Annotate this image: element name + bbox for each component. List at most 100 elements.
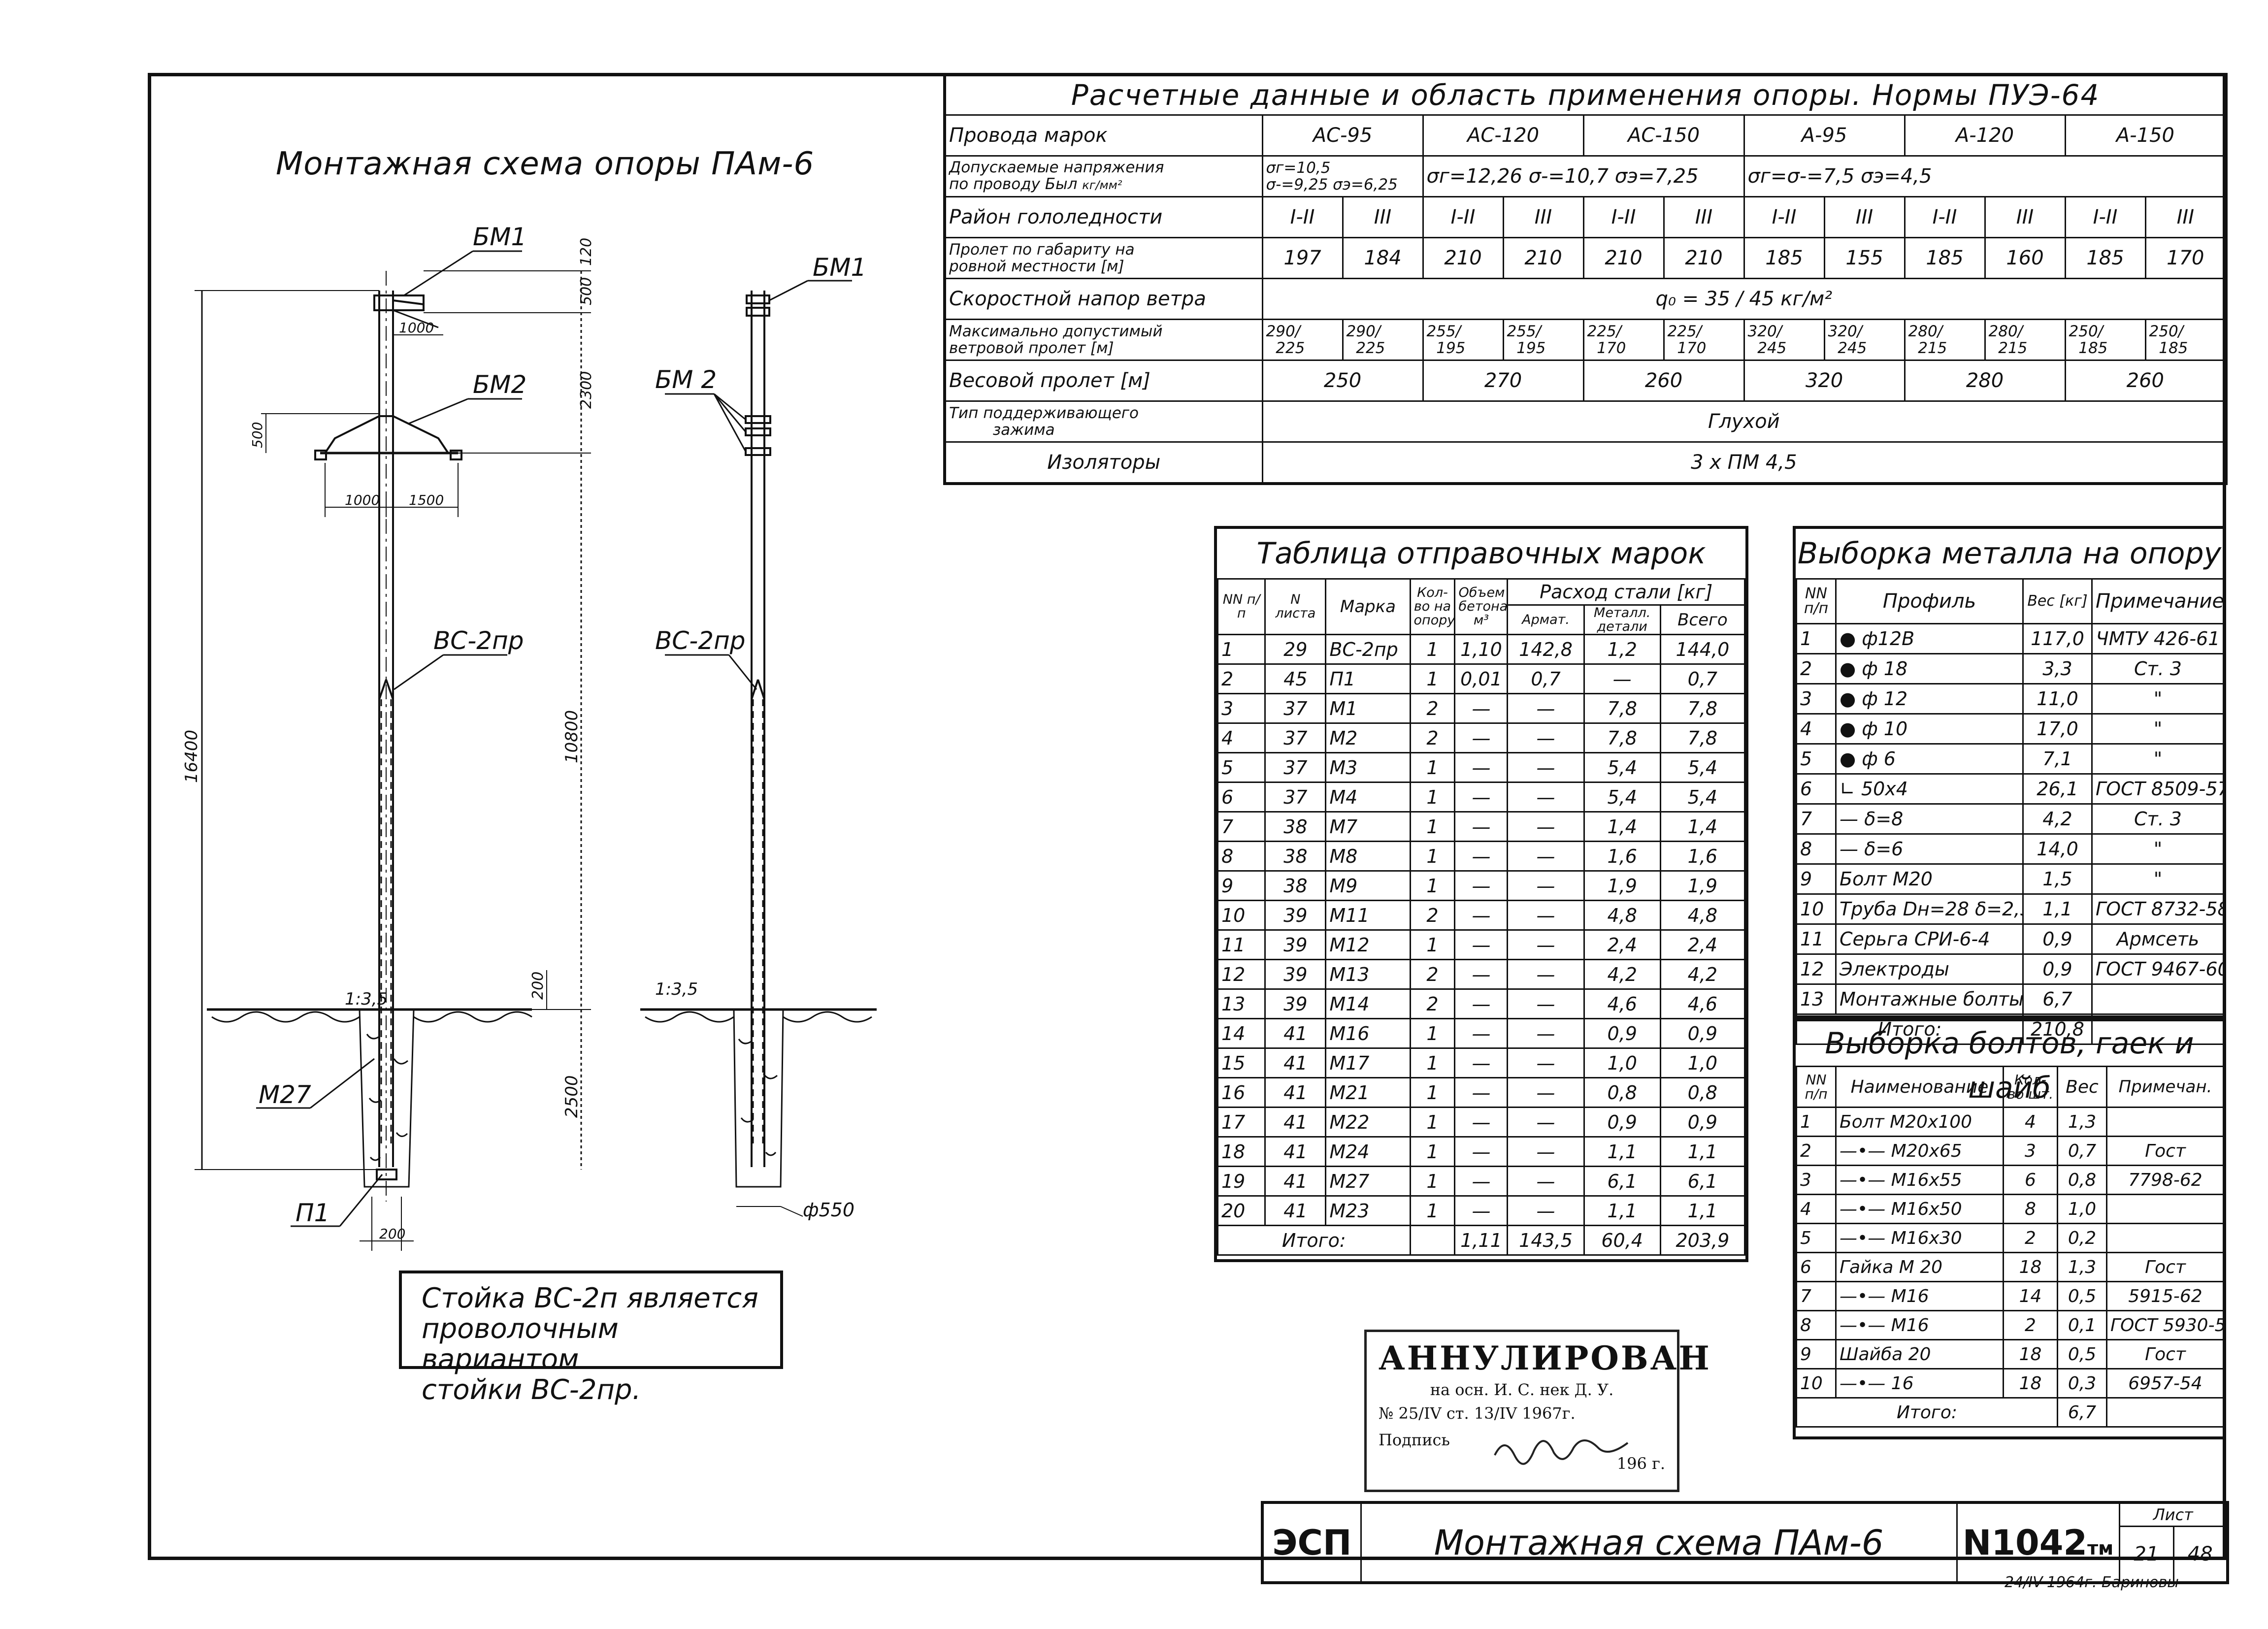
dim-1500: 1500 [409, 492, 444, 508]
bolts-selection-table: NN п/п Наименование Кол-во шт. Вес Приме… [1796, 1066, 2225, 1428]
design-table-title: Расчетные данные и область применения оп… [944, 73, 2227, 116]
bolts-total-row: Итого: 6,7 [1796, 1397, 2225, 1428]
dim-1000-bm2: 1000 [345, 492, 380, 508]
title-name: Монтажная схема ПАм-6 [1360, 1501, 1958, 1584]
note-line-3: стойки ВС-2пр. [422, 1374, 641, 1406]
row-weight: Весовой пролет [м] 250 270 260 320 280 2… [944, 359, 2227, 402]
stamp-line-4: 196 г. [1616, 1454, 1665, 1473]
stamp-title: АННУЛИРОВАН [1379, 1339, 1711, 1377]
title-sheet: 21 [2118, 1526, 2174, 1584]
title-block: ЭСП Монтажная схема ПАм-6 N1042тм Лист 2… [1261, 1501, 2229, 1584]
dim-1000-bm1: 1000 [399, 320, 434, 336]
label-bm2-right: БМ 2 [655, 365, 717, 394]
dim-2300: 2300 [578, 371, 595, 409]
metal-selection-title: Выборка металла на опору [1797, 536, 2222, 571]
label-bm2-left: БМ2 [473, 370, 526, 399]
dim-16400: 16400 [182, 730, 201, 783]
dim-200: 200 [529, 972, 547, 1000]
stamp-line-3: Подпись [1379, 1431, 1450, 1449]
title-sheets: 48 [2172, 1526, 2229, 1584]
label-p1: П1 [296, 1199, 329, 1227]
dim-2500: 2500 [562, 1075, 582, 1118]
design-data-table: Расчетные данные и область применения оп… [943, 73, 2228, 485]
shipping-marks-table: NN п/п N листа Марка Кол-во на опору Объ… [1216, 578, 1746, 1256]
label-bm1-right: БМ1 [813, 253, 866, 282]
label-diameter: ф550 [803, 1199, 855, 1221]
pole-assembly-drawing: БМ1 БМ2 БМ1 БМ 2 ВС-2пр ВС-2пр М27 П1 1:… [182, 223, 877, 1251]
shipping-marks-box: Таблица отправочных марок NN п/п N листа… [1214, 526, 1748, 1262]
shipping-marks-title: Таблица отправочных марок [1256, 536, 1706, 571]
note-box: Стойка ВС-2п является проволочным вариан… [399, 1271, 783, 1405]
label-vs-left: ВС-2пр [433, 626, 524, 655]
footer-note: 24/IV-1964г. Бариновы [2005, 1574, 2179, 1591]
row-insulators: Изоляторы 3 х ПМ 4,5 [944, 441, 2227, 485]
row-clamp: Тип поддерживающего зажима Глухой [944, 400, 2227, 443]
label-slope-left: 1:3,5 [345, 989, 388, 1009]
stamp-line-2: № 25/IV ст. 13/IV 1967г. [1379, 1404, 1576, 1423]
stamp-line-1: на осн. И. С. нек Д. У. [1430, 1380, 1614, 1399]
label-m27: М27 [259, 1080, 311, 1109]
title-sheet-label: Лист [2118, 1501, 2229, 1527]
dim-120: 120 [578, 238, 595, 266]
label-bm1-left: БМ1 [473, 223, 526, 251]
dim-200-bottom: 200 [379, 1226, 405, 1242]
label-slope-right: 1:3,5 [655, 979, 698, 999]
drawing-title: Монтажная схема опоры ПАм-6 [276, 146, 815, 182]
note-line-1: Стойка ВС-2п является [422, 1282, 758, 1314]
dim-500-top: 500 [578, 277, 595, 305]
dim-10800: 10800 [562, 710, 582, 763]
metal-selection-table: NN п/п Профиль Вес [кг] Примечание 1● ф1… [1796, 578, 2225, 1045]
label-vs-right: ВС-2пр [655, 626, 746, 655]
bolts-selection-title: Выборка болтов, гаек и шайб [1825, 1026, 2194, 1105]
marks-total-row: Итого: 1,11 143,5 60,4 203,9 [1217, 1225, 1746, 1256]
stamp-signature [1494, 1439, 1629, 1465]
note-line-2: проволочным вариантом [422, 1313, 619, 1375]
title-number: N1042тм [1956, 1501, 2120, 1584]
annulled-stamp: АННУЛИРОВАН на осн. И. С. нек Д. У. № 25… [1364, 1330, 1711, 1492]
row-wind: Скоростной напор ветра q₀ = 35 / 45 кг/м… [944, 278, 2227, 320]
dim-500-bm2: 500 [249, 422, 265, 448]
